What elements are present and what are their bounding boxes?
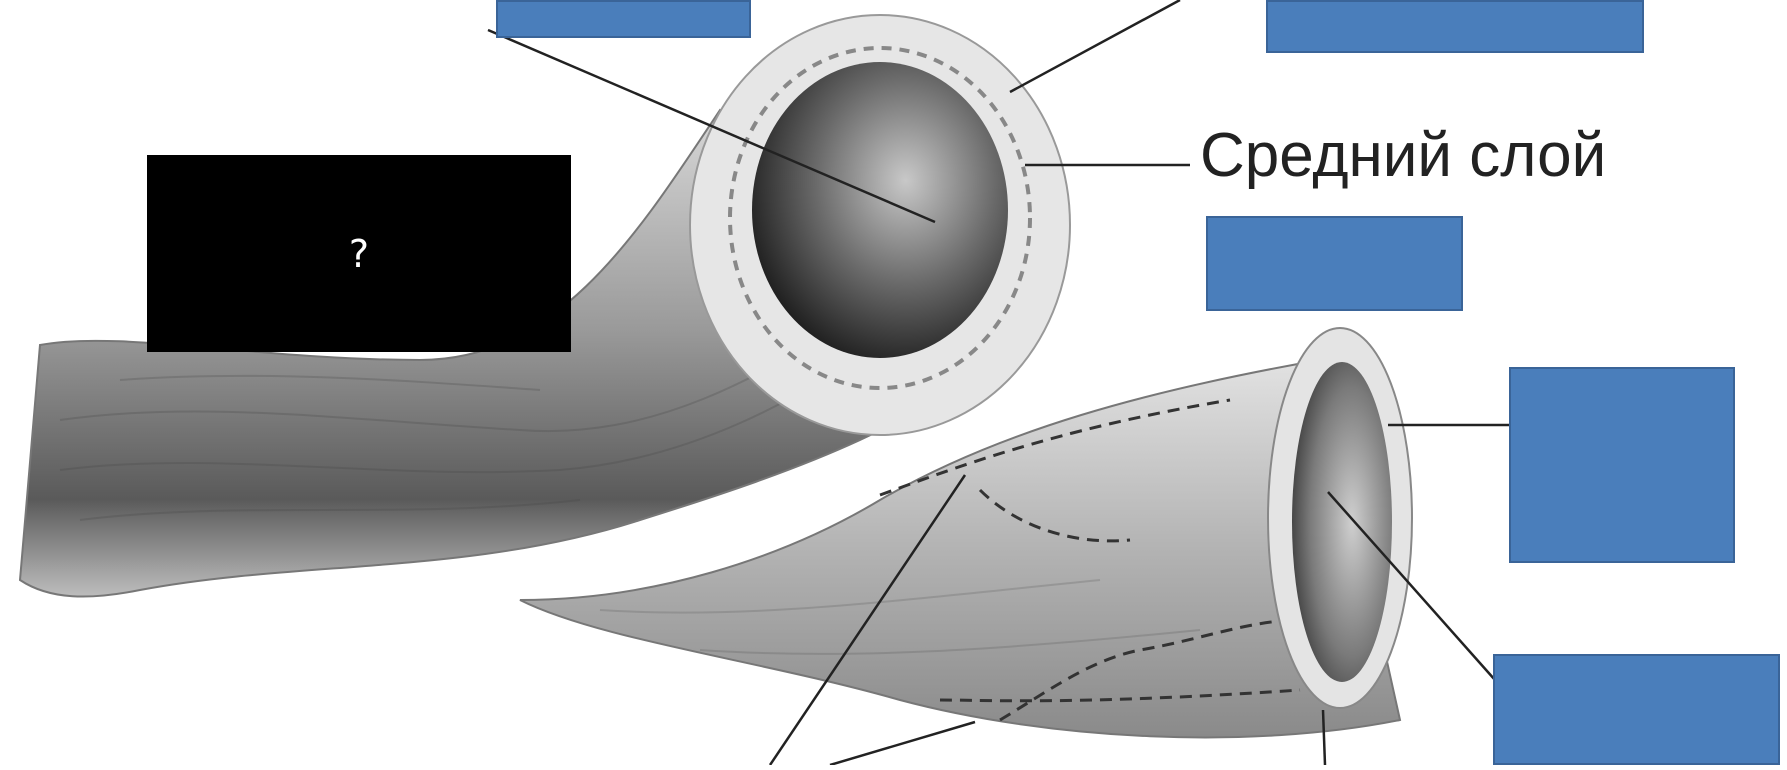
- vein-lumen: [1292, 362, 1392, 682]
- answer-box-top-left[interactable]: [496, 0, 751, 38]
- placeholder-text: ?: [349, 232, 369, 276]
- answer-box-top-right[interactable]: [1266, 0, 1644, 53]
- answer-box-right-upper[interactable]: [1509, 367, 1735, 563]
- artery-lumen: [752, 62, 1008, 358]
- leader-line-outer-artery: [1010, 0, 1180, 92]
- placeholder-box[interactable]: ?: [147, 155, 571, 352]
- middle-layer-label: Средний слой: [1200, 120, 1606, 191]
- answer-box-middle-layer[interactable]: [1206, 216, 1463, 311]
- answer-box-right-lower[interactable]: [1493, 654, 1780, 765]
- leader-line-vessels-b: [830, 722, 975, 765]
